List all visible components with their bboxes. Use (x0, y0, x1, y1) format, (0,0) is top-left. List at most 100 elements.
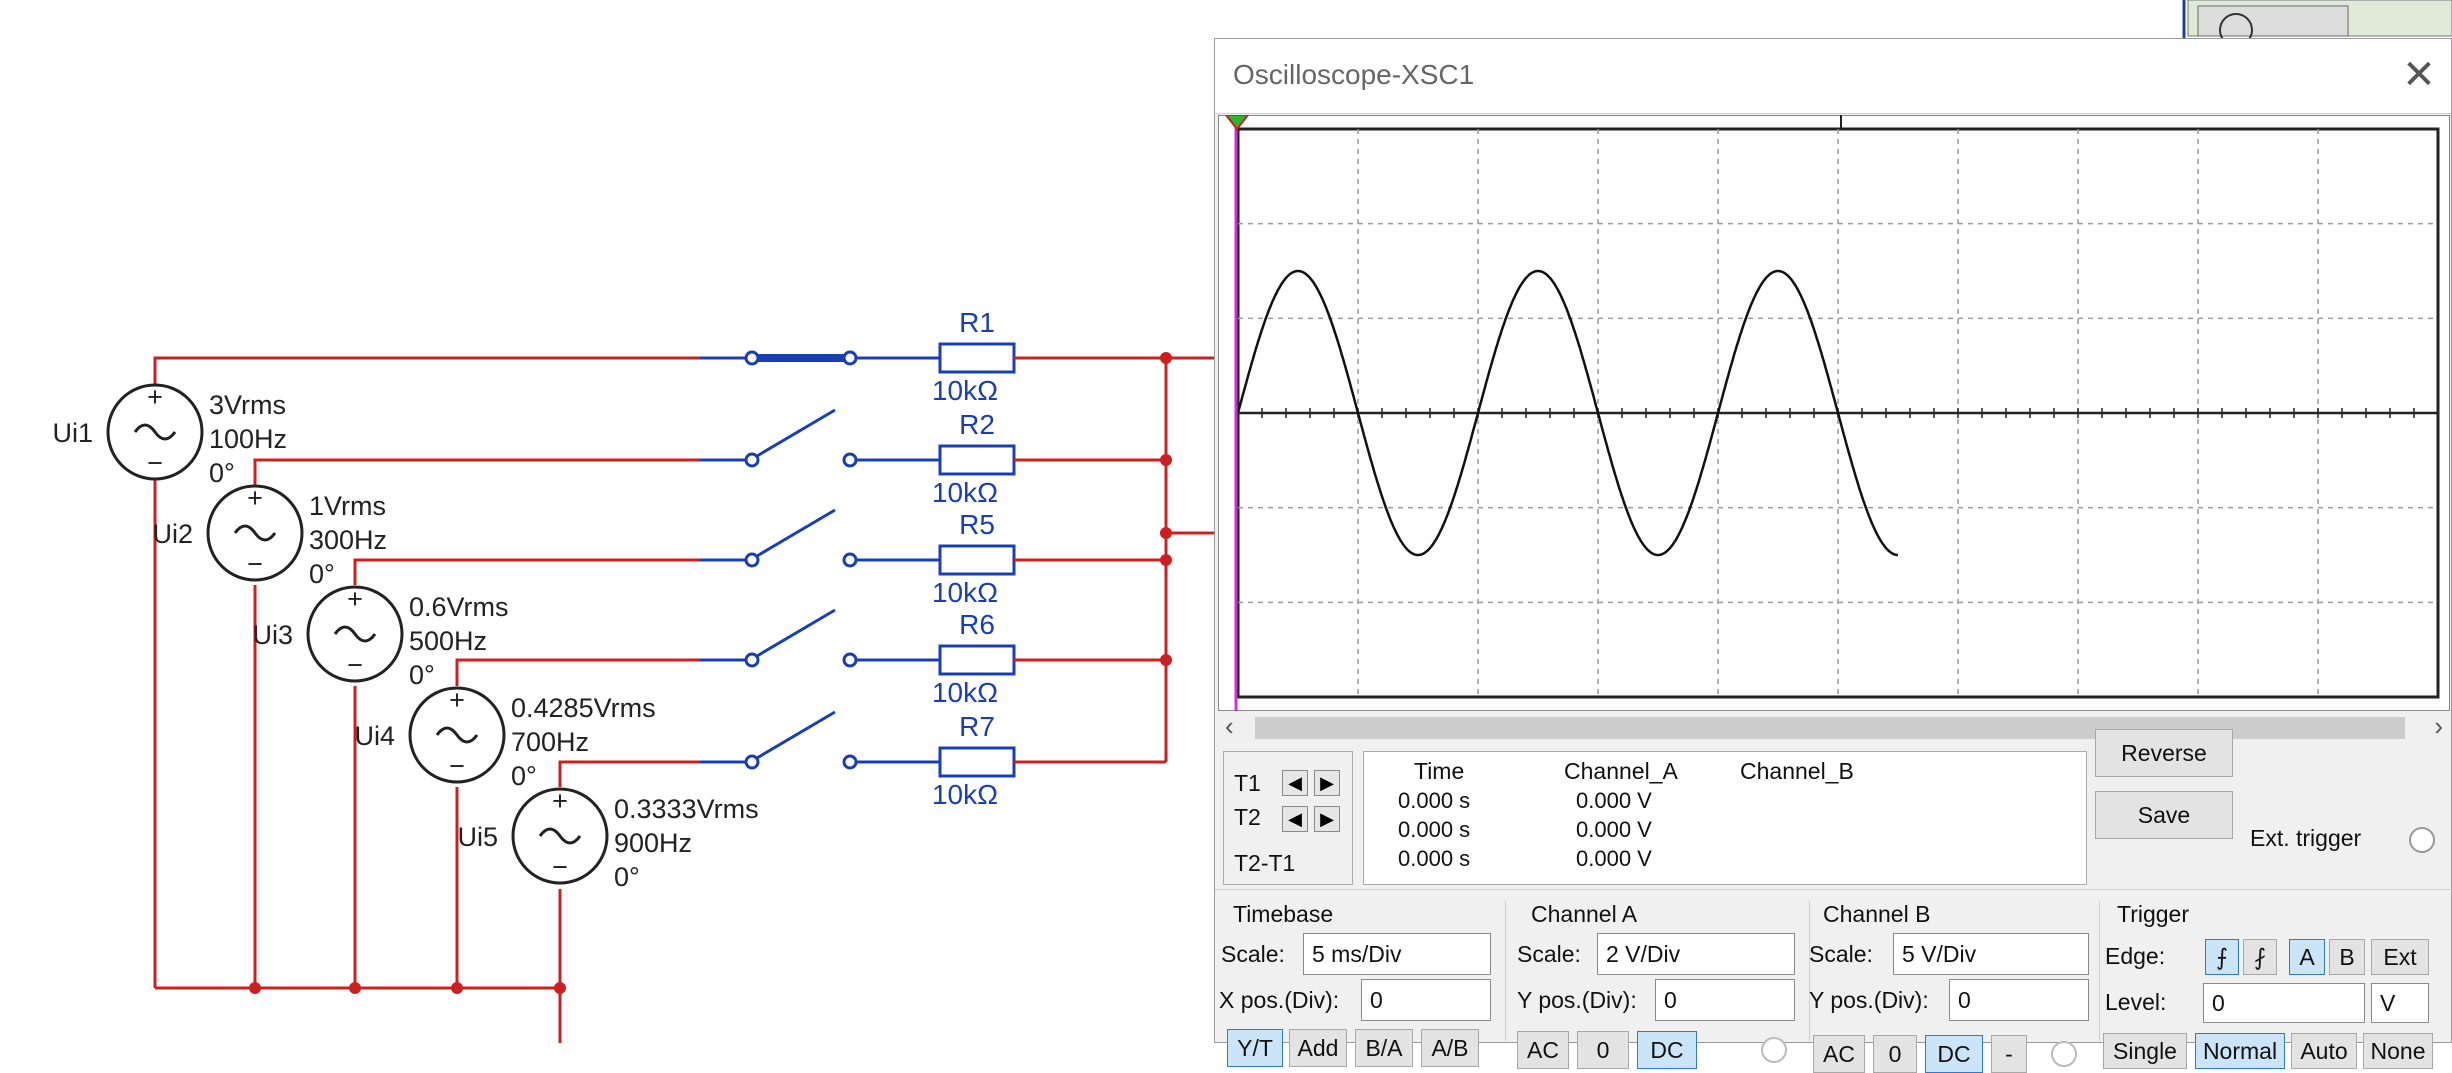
t2-label: T2 (1234, 804, 1261, 830)
scroll-right-icon[interactable]: › (2434, 711, 2443, 741)
source-phase: 0° (309, 559, 335, 589)
col-channel-b: Channel_B (1740, 758, 1854, 784)
source-name: Ui1 (52, 418, 93, 448)
source-name: Ui2 (152, 519, 193, 549)
row-t2t1-a: 0.000 V (1576, 846, 1652, 871)
row-t2t1-time: 0.000 s (1398, 846, 1471, 871)
scroll-left-icon[interactable]: ‹ (1225, 711, 1234, 741)
trigger-a-button[interactable]: A (2289, 939, 2325, 975)
channel-b-zero-button[interactable]: 0 (1873, 1035, 1917, 1073)
trigger-level-label: Level: (2105, 989, 2167, 1015)
source-name: Ui3 (252, 620, 293, 650)
window-title-bar[interactable]: Oscilloscope-XSC1 ✕ (1215, 39, 2451, 114)
source-frequency: 100Hz (209, 424, 287, 454)
resistor-value: 10kΩ (932, 375, 998, 406)
trigger-ext-button[interactable]: Ext (2371, 939, 2429, 975)
channel-a-trace (1236, 269, 1898, 557)
channel-b-minus-button[interactable]: - (1991, 1035, 2027, 1073)
svg-text:−: − (147, 448, 163, 478)
row-t2-a: 0.000 V (1576, 817, 1652, 842)
source-voltage: 0.6Vrms (409, 592, 509, 622)
t2-left-icon[interactable]: ◀ (1282, 806, 1308, 832)
close-icon[interactable]: ✕ (2402, 53, 2436, 97)
channel-a-scale-label: Scale: (1517, 941, 1581, 967)
channel-b-title: Channel B (1823, 901, 1931, 927)
col-time: Time (1414, 758, 1465, 784)
t1-label: T1 (1234, 770, 1261, 796)
svg-text:−: − (247, 549, 263, 579)
channel-b-scale-label: Scale: (1809, 941, 1873, 967)
trigger-level-unit[interactable]: V (2371, 983, 2429, 1023)
col-channel-a: Channel_A (1564, 758, 1678, 784)
channel-b-scale-field[interactable]: 5 V/Div (1893, 933, 2089, 975)
rising-edge-icon[interactable]: ⨍ (2205, 939, 2239, 975)
t2-right-icon[interactable]: ▶ (1314, 806, 1340, 832)
resistor-name: R5 (959, 509, 995, 540)
ext-trigger-label: Ext. trigger (2250, 825, 2362, 851)
source-frequency: 300Hz (309, 525, 387, 555)
channel-a-ac-button[interactable]: AC (1517, 1031, 1569, 1069)
source-phase: 0° (409, 660, 435, 690)
xpos-label: X pos.(Div): (1219, 987, 1340, 1013)
resistor-name: R1 (959, 307, 995, 338)
save-button[interactable]: Save (2095, 791, 2233, 839)
channel-b-ypos-field[interactable]: 0 (1949, 979, 2089, 1021)
source-frequency: 900Hz (614, 828, 692, 858)
ba-mode-button[interactable]: B/A (1355, 1029, 1413, 1067)
resistor-name: R7 (959, 711, 995, 742)
add-mode-button[interactable]: Add (1289, 1029, 1347, 1067)
trigger-level-field[interactable]: 0 (2203, 983, 2365, 1023)
resistor-value: 10kΩ (932, 477, 998, 508)
t1-right-icon[interactable]: ▶ (1314, 770, 1340, 796)
reverse-button[interactable]: Reverse (2095, 729, 2233, 777)
t2-t1-label: T2-T1 (1234, 850, 1296, 876)
background-instrument-fragment (2180, 0, 2452, 38)
oscilloscope-window[interactable]: Oscilloscope-XSC1 ✕ ‹ › T1 ◀ ▶ T2 ◀ ▶ T2… (1214, 38, 2452, 1073)
cursor-t1-marker[interactable] (1224, 115, 1250, 131)
timebase-scale-field[interactable]: 5 ms/Div (1303, 933, 1491, 975)
channel-a-scale-field[interactable]: 2 V/Div (1597, 933, 1795, 975)
trigger-auto-button[interactable]: Auto (2291, 1033, 2357, 1069)
source-name: Ui4 (354, 721, 395, 751)
channel-b-ac-button[interactable]: AC (1813, 1035, 1865, 1073)
channel-a-title: Channel A (1531, 901, 1638, 927)
yt-mode-button[interactable]: Y/T (1227, 1029, 1283, 1067)
trigger-normal-button[interactable]: Normal (2195, 1033, 2285, 1069)
trigger-b-button[interactable]: B (2329, 939, 2365, 975)
resistor-name: R2 (959, 409, 995, 440)
falling-edge-icon[interactable]: ⨏ (2243, 939, 2277, 975)
resistor-value: 10kΩ (932, 779, 998, 810)
channel-a-zero-button[interactable]: 0 (1577, 1031, 1629, 1069)
resistor-value: 10kΩ (932, 577, 998, 608)
svg-text:−: − (347, 650, 363, 680)
ext-trigger-radio[interactable] (2409, 827, 2435, 853)
svg-text:+: + (552, 786, 568, 816)
channel-b-dc-button[interactable]: DC (1925, 1035, 1983, 1073)
cursor-controls: T1 ◀ ▶ T2 ◀ ▶ T2-T1 (1223, 751, 1353, 885)
channel-a-radio[interactable] (1761, 1037, 1787, 1063)
xpos-field[interactable]: 0 (1361, 979, 1491, 1021)
row-t1-time: 0.000 s (1398, 788, 1471, 813)
ab-mode-button[interactable]: A/B (1421, 1029, 1479, 1067)
channel-a-ypos-field[interactable]: 0 (1655, 979, 1795, 1021)
source-phase: 0° (209, 458, 235, 488)
t1-left-icon[interactable]: ◀ (1282, 770, 1308, 796)
timebase-scale-label: Scale: (1221, 941, 1285, 967)
row-t2-time: 0.000 s (1398, 817, 1471, 842)
channel-b-ypos-label: Y pos.(Div): (1809, 987, 1929, 1013)
svg-text:+: + (147, 382, 163, 412)
svg-text:+: + (247, 483, 263, 513)
resistor-value: 10kΩ (932, 677, 998, 708)
horizontal-scrollbar[interactable]: ‹ › (1219, 711, 2449, 743)
oscilloscope-screen[interactable] (1218, 115, 2450, 711)
source-voltage: 3Vrms (209, 390, 286, 420)
trigger-title: Trigger (2117, 901, 2189, 927)
channel-a-ypos-label: Y pos.(Div): (1517, 987, 1637, 1013)
trigger-none-button[interactable]: None (2363, 1033, 2433, 1069)
svg-text:−: − (552, 852, 568, 882)
timebase-title: Timebase (1233, 901, 1334, 927)
channel-a-dc-button[interactable]: DC (1637, 1031, 1697, 1069)
trigger-single-button[interactable]: Single (2103, 1033, 2187, 1069)
circuit-schematic: +− +− +− +− +− Ui13Vrms100Hz0°Ui21Vrms30… (52, 307, 1214, 1043)
channel-b-radio[interactable] (2051, 1041, 2077, 1067)
